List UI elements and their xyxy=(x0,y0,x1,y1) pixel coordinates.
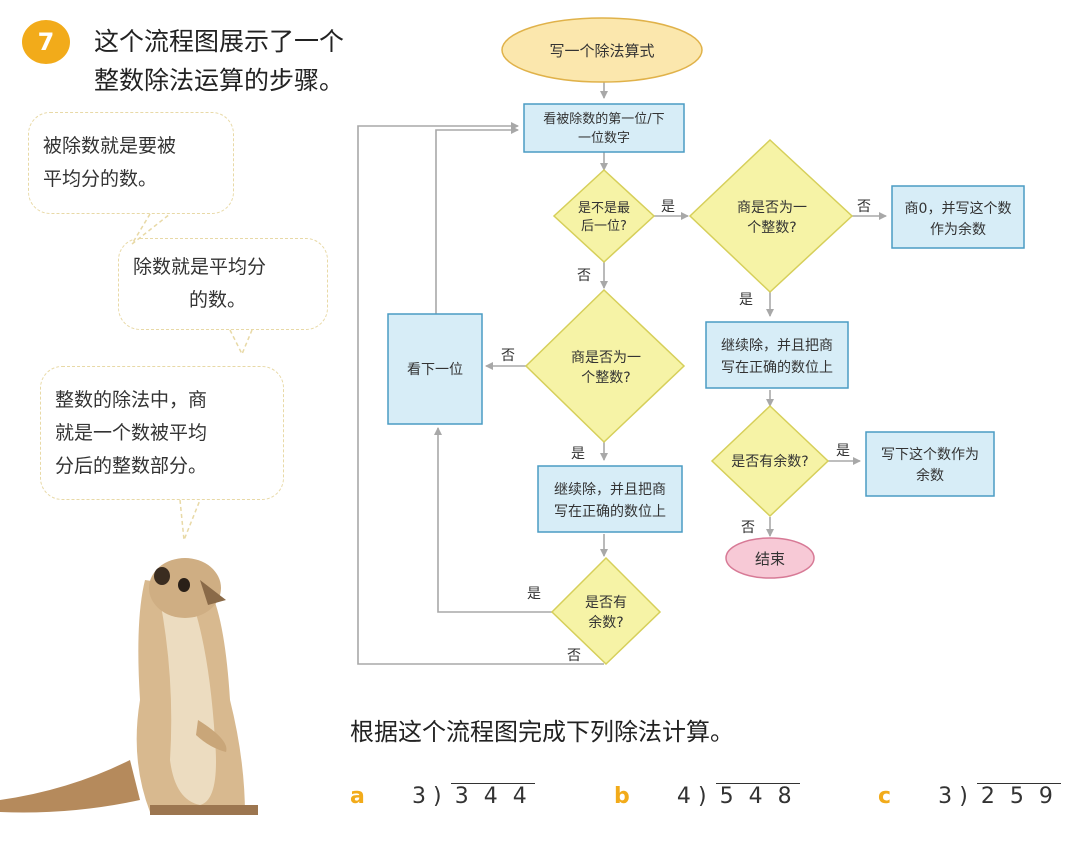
problem-a-dividend: 3 4 4 xyxy=(451,783,535,809)
label-integer-right-yes: 是 xyxy=(739,292,753,308)
label-integer-left-yes: 是 xyxy=(571,446,585,462)
continue-right-line2: 写在正确的数位上 xyxy=(721,360,833,376)
quotient-integer-left-line1: 商是否为一 xyxy=(571,350,641,366)
has-remainder-left-line2: 余数? xyxy=(588,614,623,631)
quotient-integer-left-diamond xyxy=(526,290,684,442)
problem-b-divisor: 4 xyxy=(677,784,695,809)
label-remainder-left-yes: 是 xyxy=(527,586,541,602)
problem-b-letter: b xyxy=(614,784,630,809)
write-remainder-box xyxy=(866,432,994,496)
label-remainder-right-yes: 是 xyxy=(836,443,850,459)
problem-a: a 3 ) 3 4 4 xyxy=(350,784,535,809)
division-flowchart: 写一个除法算式 看被除数的第一位/下 一位数字 是不是最 后一位? 商是否为一 … xyxy=(0,0,1080,700)
problem-c-dividend: 2 5 9 xyxy=(977,783,1061,809)
is-last-diamond xyxy=(554,170,654,262)
quotient-integer-right-line2: 个整数? xyxy=(747,220,796,236)
continue-right-box xyxy=(706,322,848,388)
quotient-integer-left-line2: 个整数? xyxy=(581,370,630,386)
label-remainder-right-no: 否 xyxy=(741,520,755,536)
is-last-line1: 是不是最 xyxy=(578,201,630,216)
label-islast-yes: 是 xyxy=(661,199,675,215)
problem-c-divisor: 3 xyxy=(938,784,956,809)
continue-left-box xyxy=(538,466,682,532)
has-remainder-right-label: 是否有余数? xyxy=(731,453,808,470)
quotient-integer-right-diamond xyxy=(690,140,852,292)
arrow-remainder-left-yes xyxy=(438,428,552,612)
has-remainder-left-line1: 是否有 xyxy=(585,595,627,611)
continue-left-line2: 写在正确的数位上 xyxy=(554,504,666,520)
problem-c-letter: c xyxy=(878,784,891,809)
problem-b-dividend: 5 4 8 xyxy=(716,783,800,809)
start-label: 写一个除法算式 xyxy=(549,42,654,60)
label-integer-right-no: 否 xyxy=(857,199,871,215)
look-next-label: 看下一位 xyxy=(407,362,463,378)
quotient-zero-line2: 作为余数 xyxy=(930,221,986,238)
quotient-zero-box xyxy=(892,186,1024,248)
look-digit-line2: 一位数字 xyxy=(578,131,630,146)
problem-b: b 4 ) 5 4 8 xyxy=(614,784,800,809)
is-last-line2: 后一位? xyxy=(581,219,627,234)
label-integer-left-no: 否 xyxy=(501,348,515,364)
problem-a-divisor: 3 xyxy=(412,784,430,809)
end-label: 结束 xyxy=(755,550,785,568)
instruction-text: 根据这个流程图完成下列除法计算。 xyxy=(350,712,734,747)
look-digit-line1: 看被除数的第一位/下 xyxy=(543,111,664,127)
problem-c: c 3 ) 2 5 9 xyxy=(878,784,1061,809)
write-remainder-line1: 写下这个数作为 xyxy=(881,446,979,463)
label-remainder-left-no: 否 xyxy=(567,648,581,664)
quotient-integer-right-line1: 商是否为一 xyxy=(737,200,807,216)
continue-left-line1: 继续除，并且把商 xyxy=(554,481,666,498)
write-remainder-line2: 余数 xyxy=(916,467,944,484)
continue-right-line1: 继续除，并且把商 xyxy=(721,337,833,354)
quotient-zero-line1: 商0，并写这个数 xyxy=(905,200,1012,217)
problem-a-letter: a xyxy=(350,784,365,809)
arrow-looknext-to-look xyxy=(436,130,518,314)
label-islast-no: 否 xyxy=(577,268,591,284)
